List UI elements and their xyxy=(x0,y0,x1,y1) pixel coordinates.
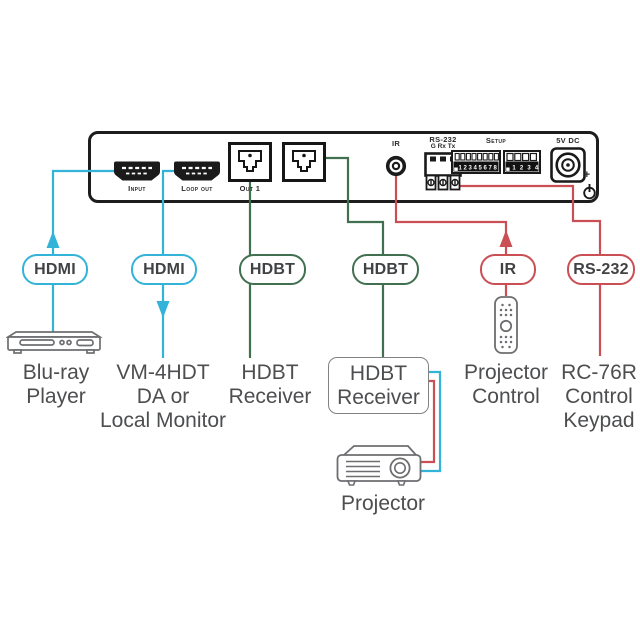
power-jack xyxy=(550,147,586,183)
rc76r-label: RC-76R Control Keypad xyxy=(561,361,637,432)
svg-text:5: 5 xyxy=(479,166,483,172)
setup-dip-switch-8: 1 2 3 4 5 6 7 8 xyxy=(451,150,501,174)
svg-text:6: 6 xyxy=(484,166,488,172)
svg-text:3: 3 xyxy=(469,166,473,172)
cable-tag-hdmi-input: HDMI xyxy=(22,254,88,285)
svg-text:4: 4 xyxy=(535,166,539,172)
bluray-player-icon xyxy=(6,331,102,354)
cable-tag-rs232: RS-232 xyxy=(567,254,635,285)
arrow-down-loop xyxy=(156,301,170,318)
hdmi-input-port xyxy=(114,161,160,181)
hdbt-receiver-1-label: HDBT Receiver xyxy=(228,361,312,408)
svg-text:4: 4 xyxy=(474,166,478,172)
rs232-pins-label: G Rx Tx xyxy=(430,143,456,150)
projector-icon xyxy=(336,445,422,486)
svg-text:3: 3 xyxy=(527,166,531,172)
svg-text:1: 1 xyxy=(512,166,516,172)
svg-text:1: 1 xyxy=(459,166,463,172)
svg-text:7: 7 xyxy=(489,166,493,172)
hdmi-loopout-port xyxy=(174,161,220,181)
loopout-port-label: Loop out xyxy=(181,184,213,193)
cable-tag-hdbt-1: HDBT xyxy=(239,254,306,285)
cable-tag-ir: IR xyxy=(480,254,536,285)
arrow-up-ir xyxy=(499,230,513,247)
out1-port-label: Out 1 xyxy=(239,184,261,193)
remote-control-icon xyxy=(494,296,518,354)
hdbt-receiver-2-line2: Receiver xyxy=(337,385,420,409)
power-plus-label: + xyxy=(583,169,591,181)
power-polarity-icon xyxy=(583,184,596,200)
cable-tag-hdbt-2: HDBT xyxy=(352,254,419,285)
hdbt-out1-port xyxy=(228,142,272,182)
cable-tag-hdmi-loop: HDMI xyxy=(131,254,197,285)
projector-control-label: Projector Control xyxy=(463,361,549,408)
hdbt-receiver-2-line1: HDBT xyxy=(349,361,408,385)
input-port-label: Input xyxy=(128,184,146,193)
svg-text:8: 8 xyxy=(494,166,498,172)
ir-port-label: IR xyxy=(391,139,401,148)
setup-label: Setup xyxy=(485,136,507,145)
bluray-player-label: Blu-ray Player xyxy=(22,361,90,408)
arrow-up-input xyxy=(46,231,60,248)
svg-text:2: 2 xyxy=(464,166,468,172)
projector-label: Projector xyxy=(340,492,426,515)
hdbt-receiver-2-box: HDBT Receiver xyxy=(328,357,429,414)
power-label: 5V DC xyxy=(556,136,580,145)
ir-jack xyxy=(385,155,407,177)
vm4hdt-label: VM-4HDT DA or Local Monitor xyxy=(99,361,227,432)
svg-text:2: 2 xyxy=(520,166,524,172)
rs232-port-label: RS-232 xyxy=(429,135,457,144)
hdbt-out2-port xyxy=(282,142,326,182)
setup-dip-switch-4: 1 2 3 4 xyxy=(503,150,541,174)
